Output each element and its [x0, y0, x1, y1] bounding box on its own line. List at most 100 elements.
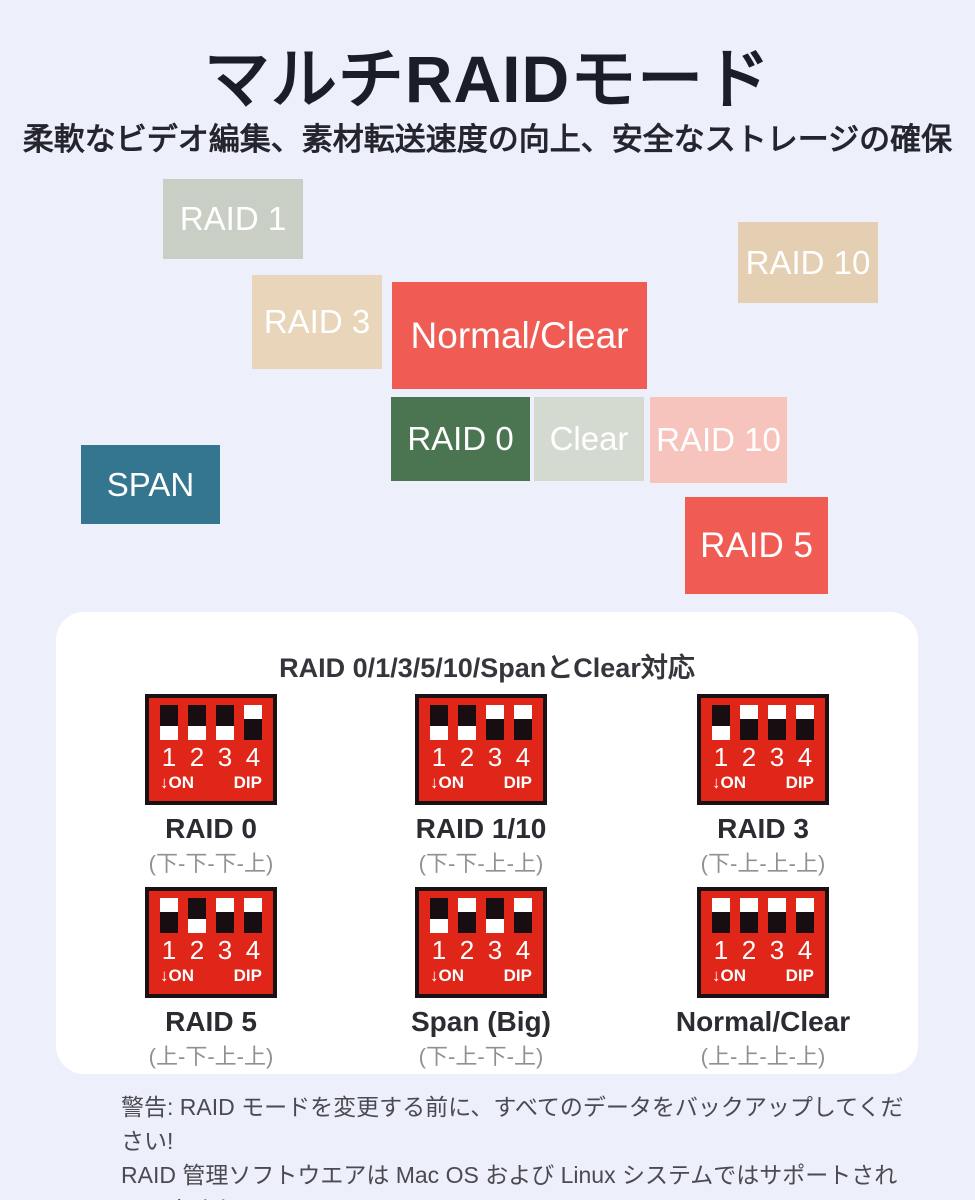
dip-number: 2 — [459, 742, 475, 772]
dip-positions-label: (上-下-上-上) — [148, 1044, 274, 1069]
warning-line: RAID 管理ソフトウエアは Mac OS および Linux システムではサポ… — [121, 1162, 898, 1200]
dip-knob-down — [188, 726, 206, 740]
dip-slot-up — [160, 898, 178, 933]
block-clear: Clear — [534, 397, 644, 481]
on-direction-label: ↓ON — [160, 966, 194, 985]
dip-knob-up — [768, 705, 786, 719]
dip-number: 3 — [769, 742, 785, 772]
dip-mode-label: RAID 5 — [165, 1006, 257, 1037]
dip-io-row: ↓ON DIP — [160, 967, 262, 984]
warning-text: 警告: RAID モードを変更する前に、すべてのデータをバックアップしてください… — [121, 1090, 911, 1200]
dip-number: 4 — [245, 935, 261, 965]
dip-slot-up — [712, 898, 730, 933]
dip-positions-label: (下-下-下-上) — [148, 851, 274, 876]
dip-slot-down — [188, 705, 206, 740]
dip-number: 2 — [189, 935, 205, 965]
dip-number: 4 — [797, 742, 813, 772]
dip-slots — [160, 898, 262, 933]
dip-io-row: ↓ON DIP — [712, 967, 814, 984]
dip-number: 1 — [431, 935, 447, 965]
dip-io-row: ↓ON DIP — [712, 774, 814, 791]
dip-text-label: DIP — [503, 773, 532, 792]
dip-mode-label: RAID 0 — [165, 813, 257, 844]
dip-slot-down — [712, 705, 730, 740]
dip-knob-down — [160, 726, 178, 740]
dip-slot-up — [244, 898, 262, 933]
dip-knob-up — [244, 898, 262, 912]
dip-text-label: DIP — [785, 773, 814, 792]
dip-io-row: ↓ON DIP — [160, 774, 262, 791]
dip-knob-up — [768, 898, 786, 912]
dip-slot-up — [514, 898, 532, 933]
dip-slot-up — [486, 705, 504, 740]
dip-positions-label: (下-上-下-上) — [418, 1044, 544, 1069]
dip-number: 4 — [797, 935, 813, 965]
dip-text-label: DIP — [785, 966, 814, 985]
dip-mode-label: RAID 1/10 — [415, 813, 547, 844]
dip-slot-up — [796, 898, 814, 933]
dip-knob-up — [796, 705, 814, 719]
dip-number: 3 — [217, 935, 233, 965]
block-raid0: RAID 0 — [391, 397, 530, 481]
dip-knob-up — [712, 898, 730, 912]
dip-number: 1 — [161, 742, 177, 772]
on-direction-label: ↓ON — [430, 966, 464, 985]
dip-slots — [430, 705, 532, 740]
dip-knob-up — [740, 705, 758, 719]
dip-knob-down — [188, 919, 206, 933]
dip-io-row: ↓ON DIP — [430, 967, 532, 984]
dip-mode-label: Span (Big) — [411, 1006, 551, 1037]
dip-io-row: ↓ON DIP — [430, 774, 532, 791]
dip-knob-down — [216, 726, 234, 740]
dip-number: 1 — [713, 935, 729, 965]
dip-slot-down — [486, 898, 504, 933]
dip-text-label: DIP — [233, 966, 262, 985]
on-direction-label: ↓ON — [712, 966, 746, 985]
dip-knob-up — [486, 705, 504, 719]
dip-text-label: DIP — [233, 773, 262, 792]
dip-number: 4 — [515, 742, 531, 772]
dip-number: 2 — [189, 742, 205, 772]
warning-line: 警告: RAID モードを変更する前に、すべてのデータをバックアップしてください… — [121, 1094, 904, 1154]
dip-slot-down — [458, 705, 476, 740]
dip-number: 4 — [515, 935, 531, 965]
on-direction-label: ↓ON — [430, 773, 464, 792]
card-title: RAID 0/1/3/5/10/SpanとClear対応 — [279, 653, 695, 683]
on-direction-label: ↓ON — [712, 773, 746, 792]
dip-slots — [712, 705, 814, 740]
dip-mode-label: RAID 3 — [717, 813, 809, 844]
dip-slot-up — [768, 705, 786, 740]
dip-positions-label: (上-上-上-上) — [700, 1044, 826, 1069]
dip-number: 3 — [769, 935, 785, 965]
dip-number: 2 — [459, 935, 475, 965]
dip-mode-label: Normal/Clear — [675, 1006, 851, 1037]
dip-knob-up — [458, 898, 476, 912]
dip-slots — [430, 898, 532, 933]
dip-number: 2 — [741, 935, 757, 965]
dip-knob-down — [458, 726, 476, 740]
dip-slot-up — [458, 898, 476, 933]
dip-number: 4 — [245, 742, 261, 772]
dip-slot-up — [796, 705, 814, 740]
dip-slot-down — [188, 898, 206, 933]
dip-knob-up — [244, 705, 262, 719]
block-raid10-top: RAID 10 — [738, 222, 878, 303]
dip-slot-down — [430, 898, 448, 933]
dip-number: 1 — [431, 742, 447, 772]
dip-knob-up — [740, 898, 758, 912]
dip-number: 1 — [161, 935, 177, 965]
block-raid1: RAID 1 — [163, 179, 303, 259]
